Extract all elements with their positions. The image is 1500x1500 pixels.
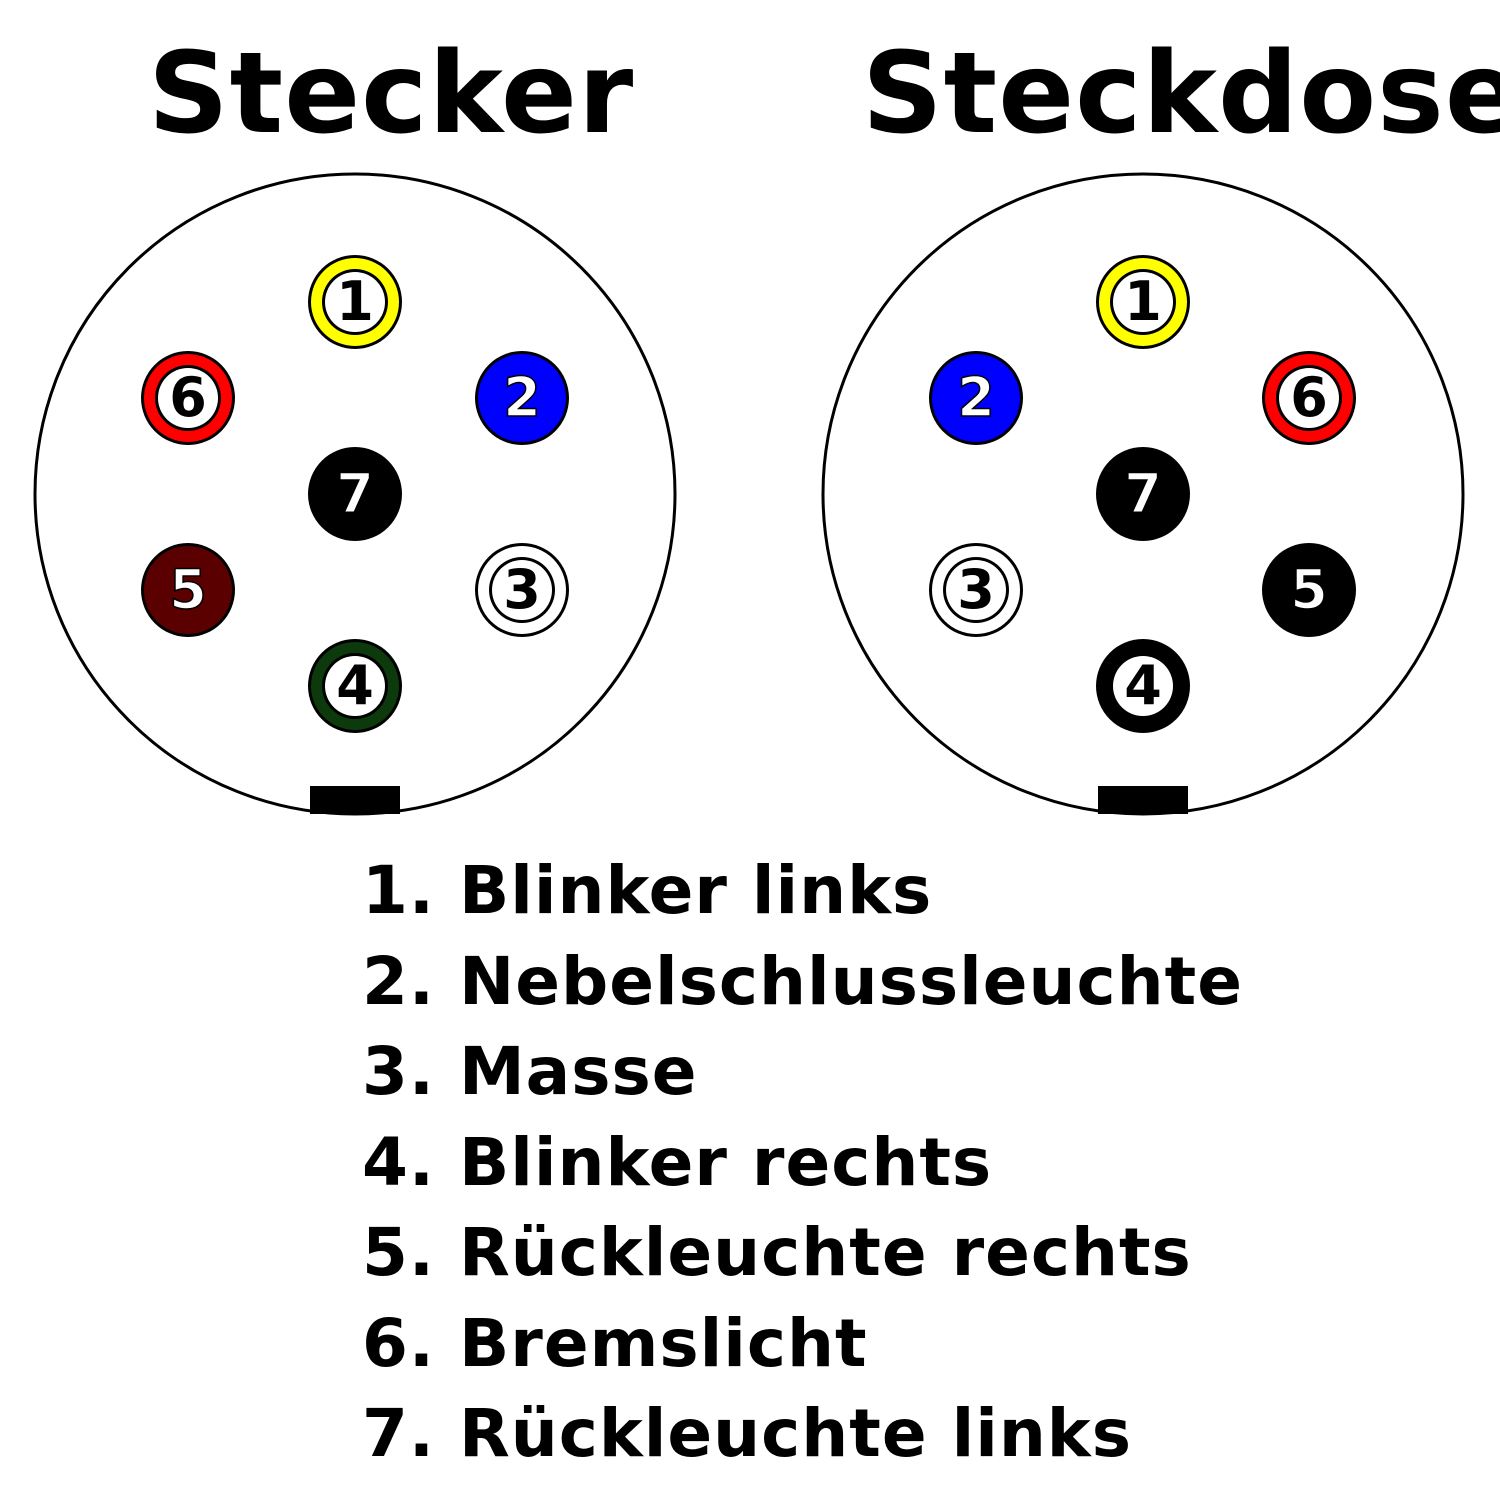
stecker-pin-4-label: 4 (336, 654, 374, 717)
legend-item-7: 7. Rückleuchte links (362, 1395, 1132, 1472)
stecker-pin-5-label: 5 (169, 558, 207, 621)
steckdose-pin-2-label: 2 (957, 366, 995, 429)
legend-item-5: 5. Rückleuchte rechts (362, 1214, 1192, 1291)
stecker-pin-5: 5 (141, 543, 235, 637)
stecker-pin-1: 1 (308, 255, 402, 349)
legend-item-4: 4. Blinker rechts (362, 1123, 993, 1201)
steckdose-pin-4-label: 4 (1124, 654, 1162, 717)
steckdose-key-notch (1098, 786, 1188, 814)
stecker-pin-6-label: 6 (169, 366, 207, 429)
steckdose-title: Steckdose (862, 29, 1500, 159)
steckdose-pin-7-label: 7 (1124, 462, 1162, 525)
stecker-pin-3-label: 3 (503, 558, 541, 621)
steckdose-pin-3: 3 (929, 543, 1023, 637)
steckdose-pin-1: 1 (1096, 255, 1190, 349)
steckdose-pin-6: 6 (1262, 351, 1356, 445)
steckdose-pin-1-label: 1 (1124, 270, 1162, 333)
steckdose-pin-7: 7 (1096, 447, 1190, 541)
stecker-pin-7: 7 (308, 447, 402, 541)
stecker-key-notch (310, 786, 400, 814)
stecker-pin-2: 2 (475, 351, 569, 445)
steckdose-pin-3-label: 3 (957, 558, 995, 621)
stecker-title: Stecker (148, 29, 635, 159)
stecker-pin-2-label: 2 (503, 366, 541, 429)
stecker-pin-4: 4 (308, 639, 402, 733)
steckdose-pin-6-label: 6 (1290, 366, 1328, 429)
stecker-connector: 1 2 3 4 5 6 7 (33, 172, 677, 816)
stecker-pin-6: 6 (141, 351, 235, 445)
connector-diagram: 1 2 3 4 5 6 7 1 2 3 4 5 6 7 (33, 172, 1465, 816)
pin-legend: 1. Blinker links 2. Nebelschlussleuchte … (362, 846, 1243, 1480)
stecker-pin-7-label: 7 (336, 462, 374, 525)
legend-item-3: 3. Masse (362, 1033, 698, 1110)
legend-item-1: 1. Blinker links (362, 852, 933, 929)
stecker-pin-3: 3 (475, 543, 569, 637)
steckdose-pin-5-label: 5 (1290, 558, 1328, 621)
stecker-pin-1-label: 1 (336, 270, 374, 333)
steckdose-pin-2: 2 (929, 351, 1023, 445)
steckdose-connector: 1 2 3 4 5 6 7 (821, 172, 1465, 816)
steckdose-pin-4: 4 (1096, 639, 1190, 733)
steckdose-pin-5: 5 (1262, 543, 1356, 637)
legend-item-2: 2. Nebelschlussleuchte (362, 942, 1243, 1020)
legend-item-6: 6. Bremslicht (362, 1304, 868, 1382)
